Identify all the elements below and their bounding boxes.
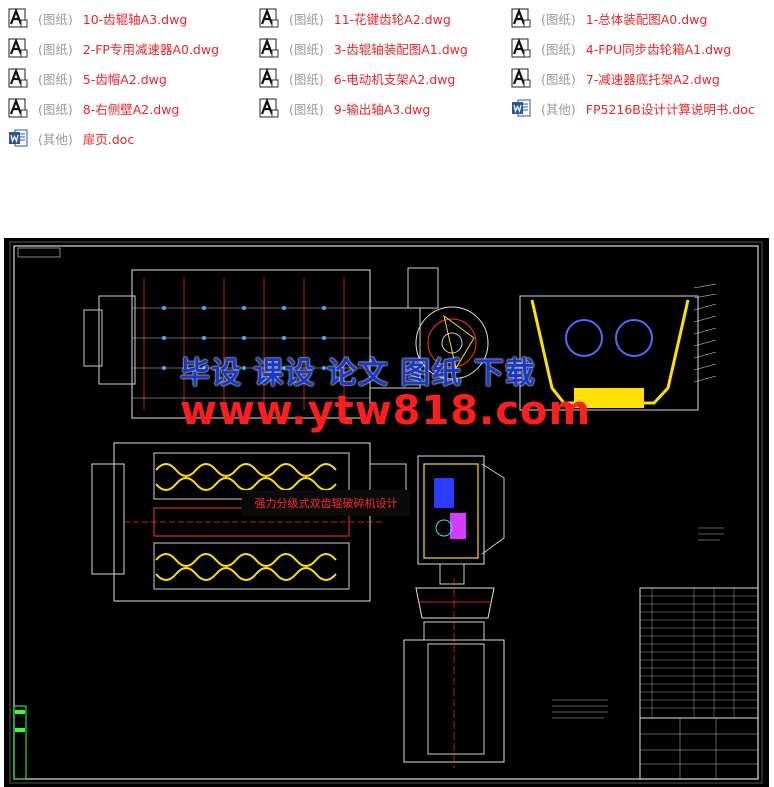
file-category: (图纸): [289, 11, 324, 27]
dwg-icon: [8, 7, 28, 28]
file-name[interactable]: 10-齿辊轴A3.dwg: [82, 11, 188, 27]
file-item[interactable]: (图纸) 11-花键齿轮A2.dwg: [259, 6, 451, 30]
file-category: (图纸): [541, 41, 576, 57]
watermark-text: 毕设 课设 论文 图纸 下载: [180, 356, 536, 391]
file-category: (图纸): [289, 101, 324, 117]
cad-drawing: [9, 241, 763, 784]
file-name[interactable]: 1-总体装配图A0.dwg: [585, 11, 708, 27]
dwg-icon: [8, 37, 28, 58]
file-category: (图纸): [289, 71, 324, 87]
file-category: (图纸): [38, 41, 73, 57]
file-item[interactable]: (图纸) 3-齿辊轴装配图A1.dwg: [259, 36, 468, 60]
file-name[interactable]: 4-FPU同步齿轮箱A1.dwg: [585, 41, 732, 57]
dwg-icon: [259, 67, 279, 88]
file-item[interactable]: (图纸) 1-总体装配图A0.dwg: [511, 6, 707, 30]
drawing-title-label: 强力分级式双齿辊破碎机设计: [242, 490, 410, 516]
dwg-icon: [259, 7, 279, 28]
word-icon: [511, 98, 531, 118]
file-name[interactable]: 9-输出轴A3.dwg: [333, 101, 431, 117]
file-category: (图纸): [38, 71, 73, 87]
file-name[interactable]: 扉页.doc: [82, 131, 135, 147]
file-list: (图纸) 10-齿辊轴A3.dwg (图纸) 11-花键齿轮A2.dwg (图纸…: [0, 0, 774, 160]
file-item[interactable]: (图纸) 6-电动机支架A2.dwg: [259, 66, 455, 90]
file-item[interactable]: (图纸) 8-右侧壁A2.dwg: [8, 96, 179, 120]
file-item[interactable]: (其他) 扉页.doc: [8, 126, 134, 150]
file-name[interactable]: 6-电动机支架A2.dwg: [333, 71, 456, 87]
file-name[interactable]: 11-花键齿轮A2.dwg: [333, 11, 451, 27]
dwg-icon: [259, 97, 279, 118]
file-category: (图纸): [541, 71, 576, 87]
file-item[interactable]: (图纸) 9-输出轴A3.dwg: [259, 96, 430, 120]
cad-drawing-preview[interactable]: [4, 238, 769, 787]
file-name[interactable]: 3-齿辊轴装配图A1.dwg: [333, 41, 468, 57]
file-name[interactable]: 2-FP专用减速器A0.dwg: [82, 41, 220, 57]
file-name[interactable]: 7-减速器底托架A2.dwg: [585, 71, 720, 87]
file-name[interactable]: FP5216B设计计算说明书.doc: [585, 101, 755, 117]
file-name[interactable]: 8-右侧壁A2.dwg: [82, 101, 180, 117]
file-category: (图纸): [38, 101, 73, 117]
file-item[interactable]: (图纸) 10-齿辊轴A3.dwg: [8, 6, 187, 30]
dwg-icon: [511, 7, 531, 28]
file-category: (图纸): [541, 11, 576, 27]
file-category: (其他): [541, 101, 576, 117]
file-category: (图纸): [38, 11, 73, 27]
dwg-icon: [511, 67, 531, 88]
dwg-icon: [259, 37, 279, 58]
word-icon: [8, 128, 28, 148]
dwg-icon: [8, 97, 28, 118]
file-category: (其他): [38, 131, 73, 147]
file-name[interactable]: 5-齿帽A2.dwg: [82, 71, 167, 87]
file-item[interactable]: (其他) FP5216B设计计算说明书.doc: [511, 96, 755, 120]
file-item[interactable]: (图纸) 4-FPU同步齿轮箱A1.dwg: [511, 36, 731, 60]
file-category: (图纸): [289, 41, 324, 57]
dwg-icon: [511, 37, 531, 58]
file-item[interactable]: (图纸) 5-齿帽A2.dwg: [8, 66, 167, 90]
dwg-icon: [8, 67, 28, 88]
file-item[interactable]: (图纸) 2-FP专用减速器A0.dwg: [8, 36, 219, 60]
file-item[interactable]: (图纸) 7-减速器底托架A2.dwg: [511, 66, 720, 90]
watermark-url: www.ytw818.com: [180, 388, 592, 434]
